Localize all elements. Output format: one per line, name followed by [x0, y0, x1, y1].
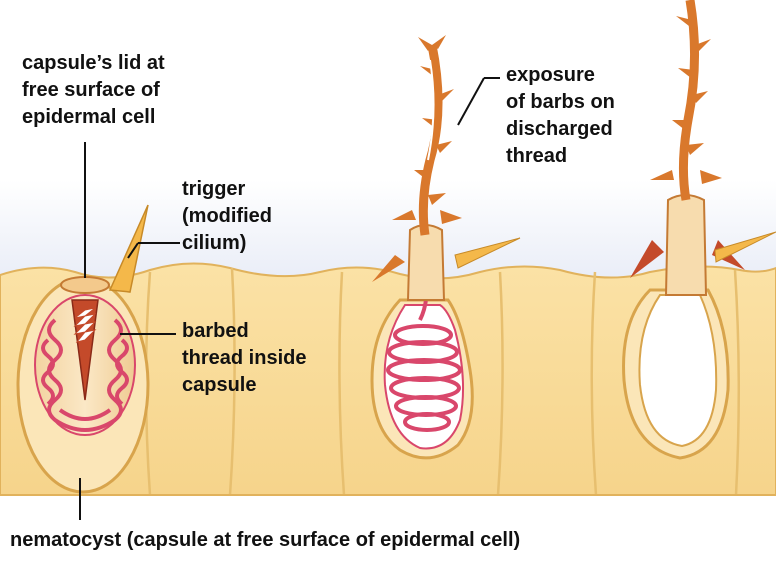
label-trigger: trigger (modified cilium) — [182, 176, 272, 257]
label-barbed-thread: barbed thread inside capsule — [182, 318, 306, 399]
everted-base — [406, 224, 446, 301]
label-line: trigger — [182, 178, 246, 200]
label-line: thread — [506, 145, 568, 167]
barbed-thread — [418, 44, 443, 236]
barb-spike — [630, 240, 664, 278]
label-line: barbed — [182, 320, 249, 342]
barbs — [650, 16, 722, 184]
cell-boundary — [590, 271, 598, 496]
trigger-cilium — [108, 204, 149, 293]
label-capsule-lid: capsule’s lid at free surface of epiderm… — [22, 50, 165, 131]
leader-trigger — [127, 242, 139, 259]
spiral-thread — [386, 269, 462, 432]
barbed-thread — [678, 0, 700, 201]
trigger-cilium — [454, 237, 521, 269]
label-line: capsule — [182, 374, 257, 396]
label-line: thread inside — [182, 347, 307, 369]
everted-base — [664, 194, 708, 296]
cell-boundary — [338, 271, 346, 496]
label-line: (modified — [182, 205, 272, 227]
discharged-nematocyst — [622, 0, 776, 460]
capsule-lid — [60, 276, 110, 294]
label-exposed-barbs: exposure of barbs on discharged thread — [506, 62, 615, 170]
leader-lines — [79, 77, 500, 520]
label-line: free surface of — [22, 79, 160, 101]
label-line: capsule’s lid at — [22, 52, 165, 74]
label-line: cilium) — [182, 232, 247, 254]
cell-boundary — [733, 269, 741, 496]
discharging-nematocyst — [370, 35, 521, 460]
barb-core — [73, 307, 97, 343]
undischarged-nematocyst — [16, 204, 150, 494]
empty-capsule — [638, 294, 718, 448]
label-line: epidermal cell — [22, 106, 156, 128]
label-line: discharged — [506, 118, 613, 140]
trigger-cilium — [714, 231, 776, 263]
figure-caption: nematocyst (capsule at free surface of e… — [10, 529, 521, 551]
cell-boundary — [228, 267, 236, 496]
thread-core — [427, 59, 435, 161]
barb-spike — [372, 255, 405, 282]
cell-boundary — [496, 271, 504, 496]
coiled-thread — [41, 318, 129, 432]
label-line: exposure — [506, 64, 595, 86]
leader-barbs — [457, 77, 485, 126]
label-line: of barbs on — [506, 91, 615, 113]
